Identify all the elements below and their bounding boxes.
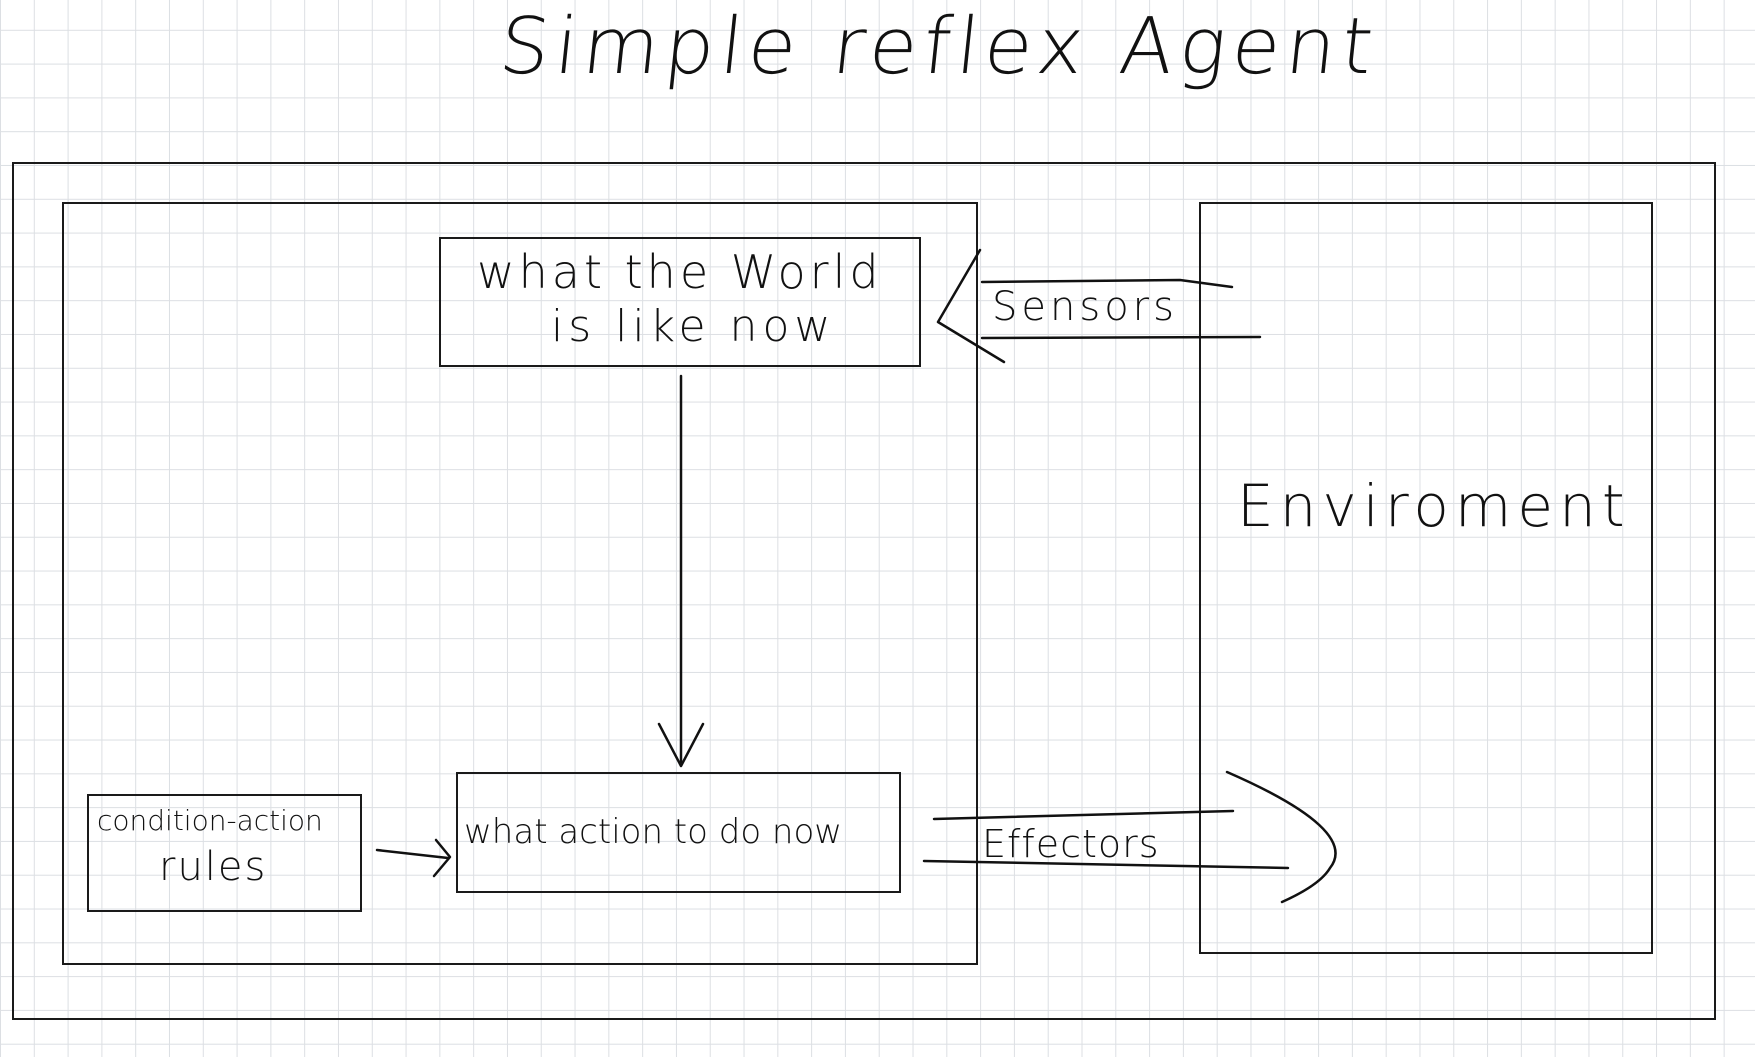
environment-box: Enviroment [1199, 202, 1653, 954]
percept-line1: what the World [477, 245, 883, 299]
rules-line1: condition-action [97, 804, 323, 837]
action-box: what action to do now [456, 772, 901, 893]
rules-line2: rules [159, 844, 268, 890]
effectors-label: Effectors [982, 822, 1160, 866]
outer-frame [12, 162, 1716, 1020]
percept-line2: is like now [551, 301, 836, 352]
diagram-title: Simple reflex Agent [495, 2, 1384, 92]
agent-box [62, 202, 978, 965]
environment-label: Enviroment [1237, 472, 1631, 540]
action-label: what action to do now [464, 812, 843, 852]
sensors-label: Sensors [992, 284, 1178, 330]
percept-box: what the World is like now [439, 237, 921, 367]
rules-box: condition-action rules [87, 794, 362, 912]
